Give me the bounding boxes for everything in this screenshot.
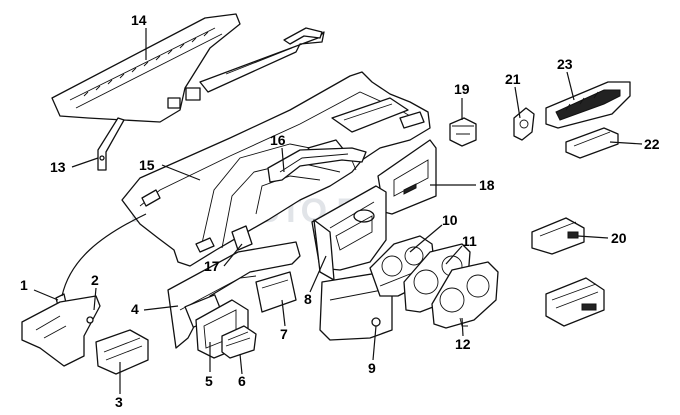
callout-5: 5 — [205, 373, 213, 389]
callout-11: 11 — [462, 233, 477, 249]
callout-10: 10 — [442, 212, 458, 228]
callout-2: 2 — [91, 272, 99, 288]
callout-21: 21 — [505, 71, 521, 87]
part-13-bracket — [97, 117, 125, 171]
part-16-centre-trim — [267, 147, 367, 183]
callout-13: 13 — [50, 159, 66, 175]
leader-lines — [33, 28, 643, 394]
part-12-cluster-bezel — [431, 261, 499, 329]
part-2-bracket — [21, 295, 101, 367]
callout-15: 15 — [139, 157, 155, 173]
part-17-lower-left-bezel — [231, 225, 253, 251]
radio-unit — [545, 277, 605, 327]
callout-3: 3 — [115, 394, 123, 410]
callout-1: 1 — [20, 277, 28, 293]
callout-18: 18 — [479, 177, 495, 193]
part-21-switch — [513, 107, 535, 141]
callout-20: 20 — [611, 230, 627, 246]
callout-23: 23 — [557, 56, 573, 72]
part-6-control-unit — [221, 325, 257, 359]
part-20-radio-housing — [531, 217, 585, 255]
callout-17: 17 — [204, 258, 220, 274]
part-22-tray — [565, 127, 619, 159]
part-18-glovebox-lid — [377, 139, 437, 215]
callout-7: 7 — [280, 326, 288, 342]
callout-labels: 14 13 15 16 17 18 19 21 23 22 20 1 2 3 4… — [20, 12, 660, 410]
callout-16: 16 — [270, 132, 286, 148]
callout-8: 8 — [304, 291, 312, 307]
callout-4: 4 — [131, 301, 139, 317]
part-9-lower-cover — [319, 271, 393, 341]
part-7-cover-plate — [255, 271, 297, 313]
callout-12: 12 — [455, 336, 471, 352]
callout-19: 19 — [454, 81, 470, 97]
callout-6: 6 — [238, 373, 246, 389]
part-23-switch-bank — [545, 81, 631, 129]
callout-14: 14 — [131, 12, 147, 28]
callout-9: 9 — [368, 360, 376, 376]
part-14-dash-vent-panel — [51, 13, 325, 123]
part-3-relay-box — [95, 329, 149, 375]
part-19-switch — [449, 117, 477, 147]
part-4-switch-panel — [167, 241, 301, 349]
callout-22: 22 — [644, 136, 660, 152]
